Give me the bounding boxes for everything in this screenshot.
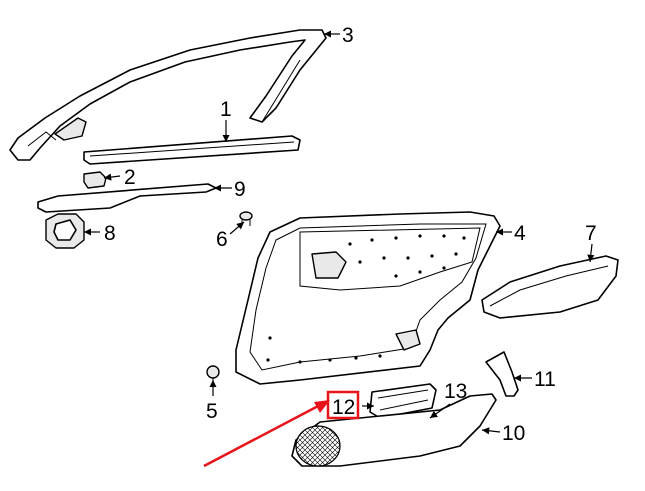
- speaker-grille: [295, 425, 341, 467]
- callout-labels: 1 2 3 4 5 6 7 8 9 10 11 12 13: [104, 24, 597, 445]
- sail-garnish: [37, 183, 217, 213]
- callout-8: 8: [104, 222, 116, 245]
- callout-4: 4: [514, 222, 526, 245]
- belt-molding: [83, 135, 301, 165]
- bracket: [485, 351, 519, 397]
- mirror-cover: [45, 213, 85, 249]
- callout-2: 2: [124, 166, 136, 189]
- leader-lines: [84, 30, 595, 435]
- callout-6: 6: [216, 228, 228, 251]
- window-frame-molding: [9, 29, 327, 161]
- red-arrow-head: [314, 400, 330, 413]
- speaker-trim: [291, 393, 497, 467]
- callout-9: 9: [234, 178, 246, 201]
- callout-11: 11: [534, 368, 556, 391]
- clip-part: [83, 171, 107, 189]
- callout-10: 10: [502, 422, 525, 445]
- handle-housing: [369, 383, 437, 419]
- trim-holes: [266, 234, 466, 364]
- highlight-box: [326, 390, 360, 420]
- callout-13: 13: [444, 380, 467, 403]
- callout-7: 7: [585, 222, 597, 245]
- callout-1: 1: [220, 98, 232, 121]
- door-trim-panel: [235, 211, 501, 385]
- callout-12: 12: [332, 396, 355, 419]
- red-pointer-arrow: [203, 402, 323, 468]
- callout-5: 5: [206, 400, 218, 423]
- callout-3: 3: [342, 24, 354, 47]
- armrest-pad: [481, 255, 619, 319]
